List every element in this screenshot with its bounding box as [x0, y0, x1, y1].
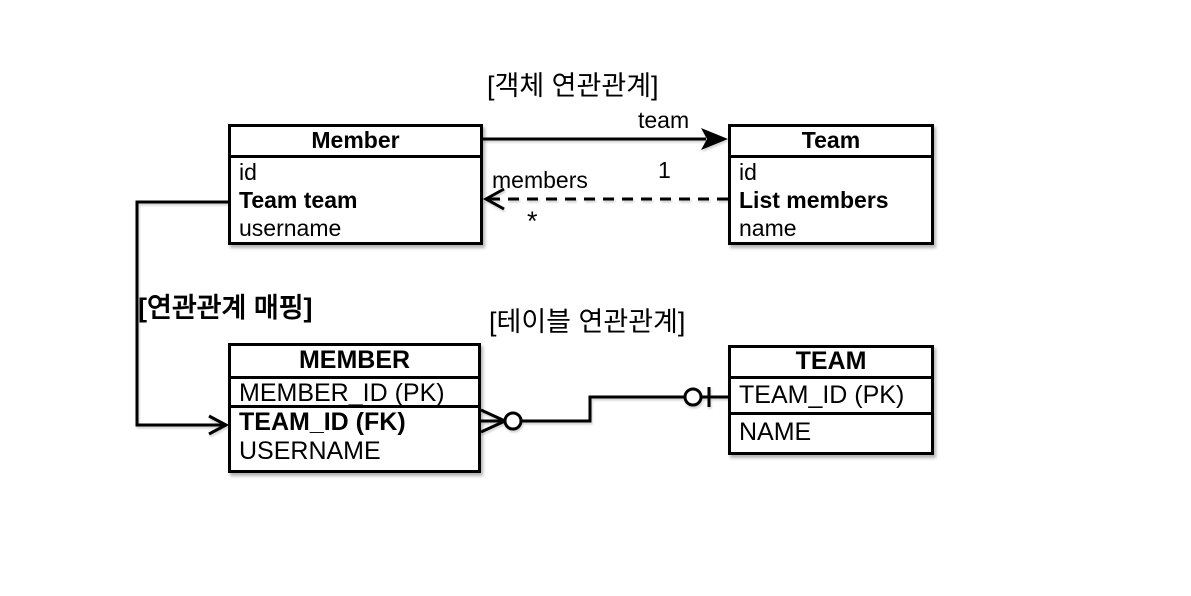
member-table-username-row: USERNAME	[239, 437, 381, 465]
forward-role-label: team	[638, 107, 690, 133]
member-field-username: username	[239, 215, 342, 241]
object-relation-section-label: [객체 연관관계]	[487, 71, 659, 101]
member-table-fk-row: TEAM_ID (FK)	[239, 408, 406, 436]
member-field-id: id	[239, 159, 257, 185]
member-table-title: MEMBER	[231, 346, 478, 379]
member-table-box: MEMBER MEMBER_ID (PK) TEAM_ID (FK) USERN…	[228, 343, 481, 473]
member-field-team: Team team	[239, 187, 358, 213]
member-table-pk-row: MEMBER_ID (PK)	[231, 379, 478, 408]
team-field-name: name	[739, 215, 797, 241]
fk-relationship-connector	[480, 387, 728, 434]
member-class-title: Member	[231, 127, 480, 158]
solid-arrowhead-icon	[701, 128, 728, 150]
team-field-members: List members	[739, 187, 889, 213]
reverse-role-label: members	[492, 167, 588, 193]
team-table-name-row: NAME	[739, 418, 812, 446]
mapping-connector	[135, 200, 230, 436]
crow-foot-icon	[480, 408, 506, 423]
optional-circle-icon	[503, 411, 523, 431]
team-class-title: Team	[731, 127, 931, 158]
table-relation-section-label: [테이블 연관관계]	[489, 307, 686, 337]
mapping-section-label: [연관관계 매핑]	[138, 293, 313, 323]
reverse-multiplicity-label: *	[527, 206, 538, 236]
team-field-id: id	[739, 159, 757, 185]
team-class-box: Team id List members name	[728, 124, 934, 245]
members-dependency-arrow	[482, 187, 728, 211]
member-class-box: Member id Team team username	[228, 124, 483, 245]
team-table-pk-row: TEAM_ID (PK)	[731, 379, 931, 415]
optional-circle-icon	[683, 387, 703, 407]
forward-multiplicity-label: 1	[658, 157, 671, 183]
crow-foot-icon	[480, 419, 506, 434]
open-arrowhead-icon	[208, 414, 230, 436]
team-table-title: TEAM	[731, 348, 931, 379]
team-table-box: TEAM TEAM_ID (PK) NAME	[728, 345, 934, 455]
team-association-arrow	[483, 128, 728, 150]
open-arrowhead-icon	[482, 187, 505, 211]
